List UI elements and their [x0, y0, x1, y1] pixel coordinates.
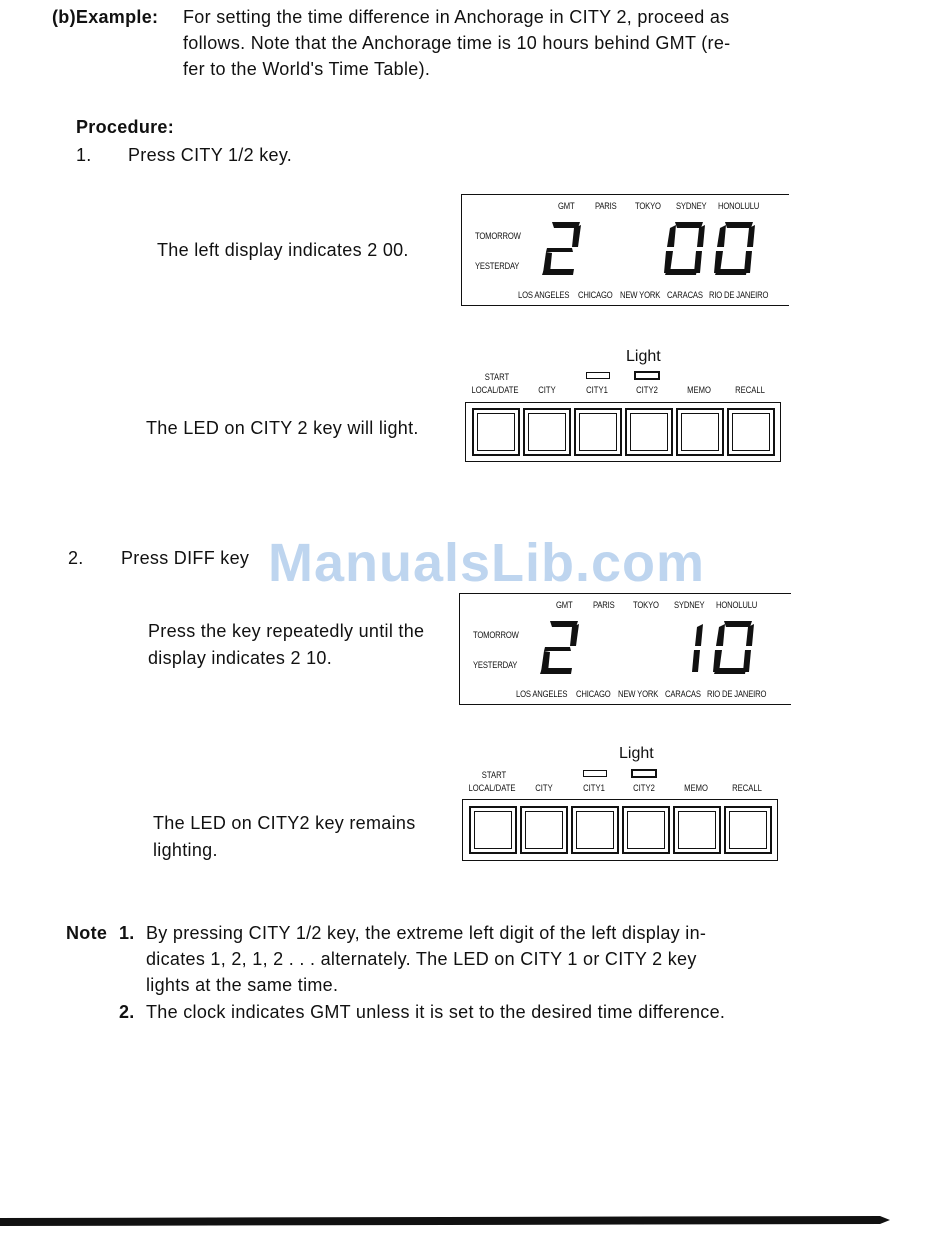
note1-number: 1.	[119, 923, 135, 943]
city-gmt: GMT	[558, 201, 575, 211]
step2-text: Press DIFF key	[121, 548, 250, 568]
keys1-caption: The LED on CITY 2 key will light.	[146, 418, 419, 438]
city-rio: RIO DE JANEIRO	[709, 290, 769, 300]
seven-segment-digits	[540, 621, 754, 674]
memo-key[interactable]	[676, 408, 724, 456]
start-label-1: START	[484, 372, 510, 382]
city-honolulu: HONOLULU	[718, 201, 760, 211]
led-city2-lit	[634, 371, 660, 380]
display2-caption-line-1: Press the key repeatedly until the	[148, 621, 425, 641]
city-sydney: SYDNEY	[676, 201, 707, 211]
note2-text: The clock indicates GMT unless it is set…	[146, 1002, 726, 1022]
procedure-heading: Procedure:	[76, 117, 175, 137]
yesterday-indicator: YESTERDAY	[475, 261, 520, 271]
display1-caption: The left display indicates 2 00.	[157, 240, 409, 260]
key-row-1	[465, 402, 781, 462]
tomorrow-indicator: TOMORROW	[473, 630, 519, 640]
city2-key[interactable]	[625, 408, 673, 456]
city-paris: PARIS	[593, 600, 615, 610]
keys2-caption-line-1: The LED on CITY2 key remains	[153, 813, 416, 833]
bottom-rule	[0, 1216, 890, 1226]
note1-line-2: dicates 1, 2, 1, 2 . . . alternately. Th…	[146, 949, 697, 969]
step2-number: 2.	[68, 548, 84, 568]
step1-number: 1.	[76, 145, 92, 165]
city-key[interactable]	[520, 806, 568, 854]
city-tokyo: TOKYO	[635, 201, 661, 211]
led-city1	[586, 372, 610, 379]
example-line-2: follows. Note that the Anchorage time is…	[183, 33, 731, 53]
key-label-recall: RECALL	[735, 385, 765, 395]
city-new-york: NEW YORK	[620, 290, 661, 300]
city-caracas: CARACAS	[667, 290, 703, 300]
seven-segment-digits	[542, 222, 755, 275]
key-label-city: CITY	[535, 783, 553, 793]
key-label-city1: CITY1	[583, 783, 605, 793]
city-los-angeles: LOS ANGELES	[518, 290, 570, 300]
city-honolulu: HONOLULU	[716, 600, 758, 610]
key-label-local-date: LOCAL/DATE	[471, 385, 519, 395]
city-caracas: CARACAS	[665, 689, 701, 699]
key-label-city2: CITY2	[636, 385, 658, 395]
light-label-1: Light	[626, 348, 661, 365]
note2-number: 2.	[119, 1002, 135, 1022]
city-paris: PARIS	[595, 201, 617, 211]
yesterday-indicator: YESTERDAY	[473, 660, 518, 670]
city-gmt: GMT	[556, 600, 573, 610]
led-city2-lit	[631, 769, 657, 778]
city-key[interactable]	[523, 408, 571, 456]
recall-key[interactable]	[724, 806, 772, 854]
clock-display-2: GMT PARIS TOKYO SYDNEY HONOLULU TOMORROW…	[459, 593, 791, 705]
key-row-2	[462, 799, 778, 861]
example-line-3: fer to the World's Time Table).	[183, 59, 431, 79]
tomorrow-indicator: TOMORROW	[475, 231, 521, 241]
key-label-local-date: LOCAL/DATE	[468, 783, 516, 793]
note1-line-1: By pressing CITY 1/2 key, the extreme le…	[146, 923, 707, 943]
memo-key[interactable]	[673, 806, 721, 854]
city-chicago: CHICAGO	[576, 689, 611, 699]
step1-text: Press CITY 1/2 key.	[128, 145, 293, 165]
city-new-york: NEW YORK	[618, 689, 659, 699]
key-label-memo: MEMO	[687, 385, 711, 395]
key-label-city1: CITY1	[586, 385, 608, 395]
city1-key[interactable]	[574, 408, 622, 456]
example-line-1: For setting the time difference in Ancho…	[183, 7, 730, 27]
city-tokyo: TOKYO	[633, 600, 659, 610]
city-rio: RIO DE JANEIRO	[707, 689, 767, 699]
city1-key[interactable]	[571, 806, 619, 854]
example-label: (b)Example:	[52, 7, 159, 27]
led-city1	[583, 770, 607, 777]
clock-display-1: GMT PARIS TOKYO SYDNEY HONOLULU TOMORROW…	[461, 194, 789, 306]
watermark: ManualsLib.com	[268, 533, 706, 593]
recall-key[interactable]	[727, 408, 775, 456]
light-label-2: Light	[619, 745, 654, 762]
key-label-recall: RECALL	[732, 783, 762, 793]
display2-caption-line-2: display indicates 2 10.	[148, 648, 333, 668]
local-date-key[interactable]	[469, 806, 517, 854]
city-chicago: CHICAGO	[578, 290, 613, 300]
keys2-caption-line-2: lighting.	[153, 840, 218, 860]
city-sydney: SYDNEY	[674, 600, 705, 610]
note-label: Note	[66, 923, 108, 943]
start-label-2: START	[481, 770, 507, 780]
key-label-city2: CITY2	[633, 783, 655, 793]
city-los-angeles: LOS ANGELES	[516, 689, 568, 699]
key-label-memo: MEMO	[684, 783, 708, 793]
note1-line-3: lights at the same time.	[146, 975, 339, 995]
key-label-city: CITY	[538, 385, 556, 395]
local-date-key[interactable]	[472, 408, 520, 456]
city2-key[interactable]	[622, 806, 670, 854]
